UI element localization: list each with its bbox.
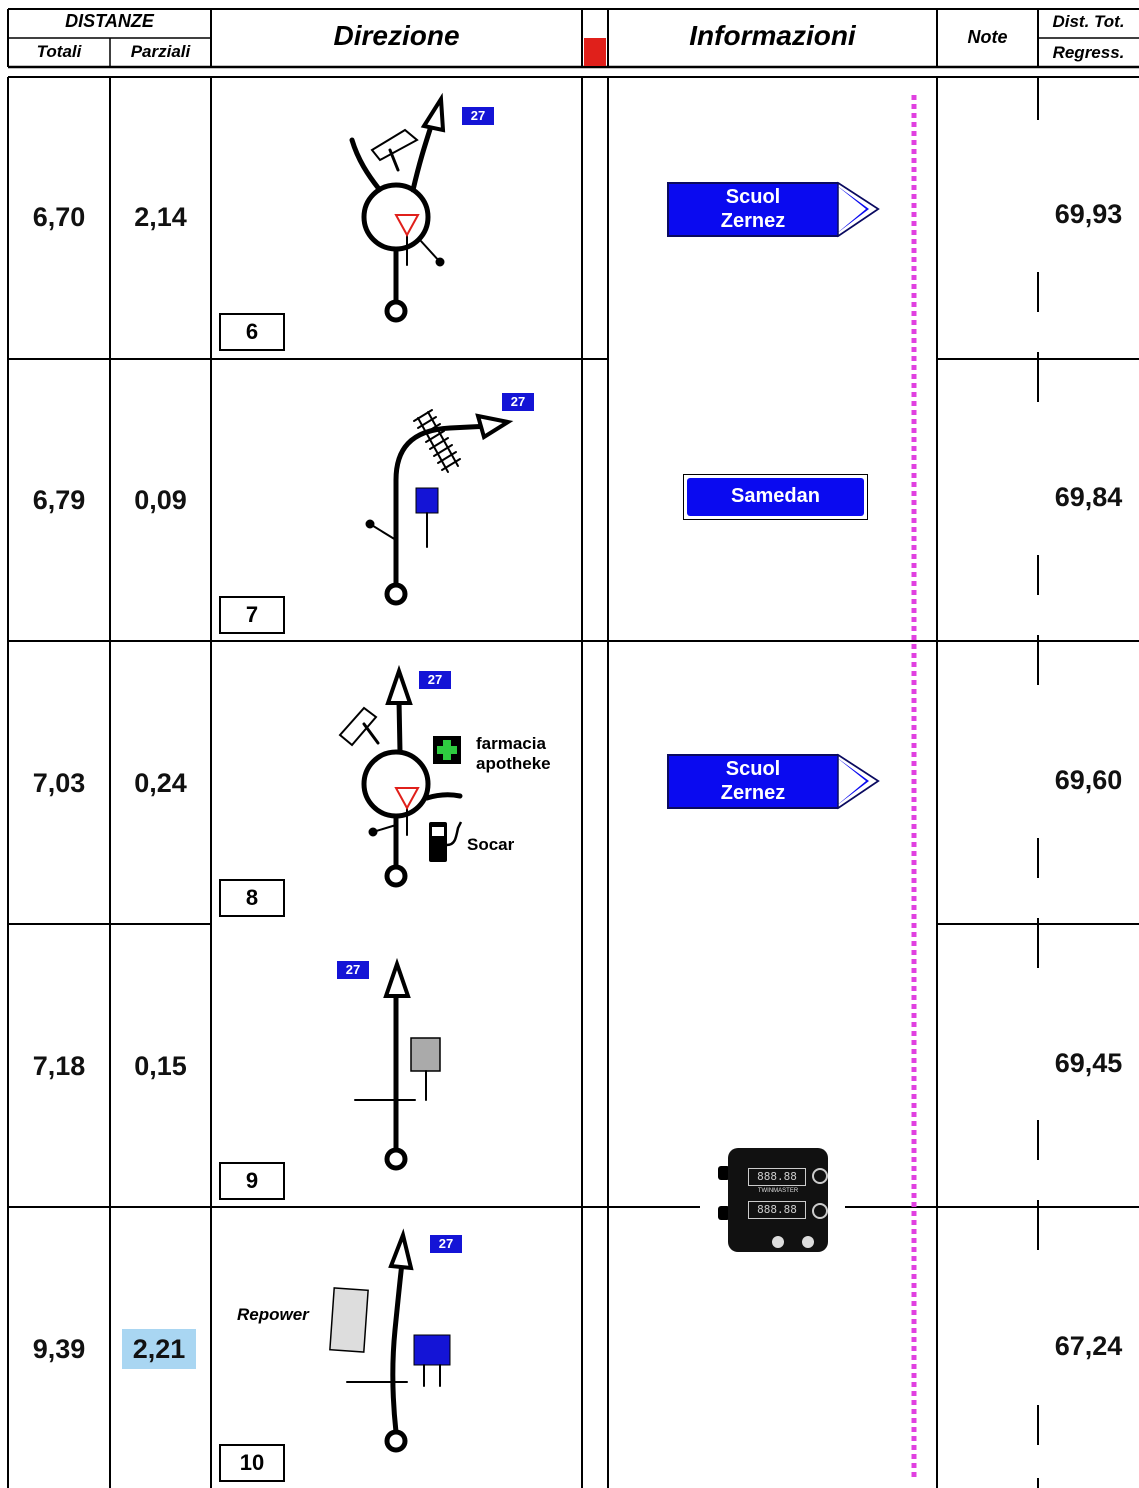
- header-regress: Regress.: [1052, 43, 1125, 62]
- index-box: 10: [219, 1444, 285, 1482]
- header-dist-tot: Dist. Tot.: [1052, 12, 1125, 31]
- top-display: 888.88: [748, 1168, 806, 1186]
- twinmaster-device: 888.88 TWINMASTER 888.88: [718, 1148, 838, 1253]
- row-regress: 69,60: [1054, 765, 1123, 795]
- row-parziali: 0,09: [134, 485, 187, 515]
- repower-label: Repower: [237, 1305, 309, 1324]
- row-parziali: 0,24: [134, 768, 187, 798]
- header-totali: Totali: [36, 42, 82, 61]
- header-distanze: DISTANZE: [65, 11, 154, 31]
- route-27-badge: 27: [337, 961, 369, 979]
- reset-button-bottom: [812, 1203, 828, 1219]
- row-totali: 7,03: [32, 768, 86, 798]
- route-27-badge: 27: [419, 671, 451, 689]
- row-totali: 6,79: [32, 485, 86, 515]
- index-box: 7: [219, 596, 285, 634]
- sign-line1: Samedan: [731, 485, 820, 507]
- route-27-badge: 27: [430, 1235, 462, 1253]
- pharmacy-label-de: apotheke: [476, 754, 551, 773]
- index-box: 8: [219, 879, 285, 917]
- row-parziali: 2,14: [134, 202, 187, 232]
- samedan-sign: Samedan: [683, 474, 868, 520]
- row-parziali: 0,15: [134, 1051, 187, 1081]
- sign-line1: Scuol: [725, 758, 781, 780]
- red-marker: [584, 38, 606, 66]
- header-direzione: Direzione: [333, 20, 460, 51]
- header-informazioni: Informazioni: [689, 20, 856, 51]
- route-27-badge: 27: [462, 107, 494, 125]
- header-parziali: Parziali: [130, 42, 191, 61]
- sign-line2: Zernez: [720, 210, 786, 232]
- sign-line2: Zernez: [720, 782, 786, 804]
- sign-line1: Scuol: [725, 186, 781, 208]
- index-box: 9: [219, 1162, 285, 1200]
- header-note: Note: [967, 27, 1008, 47]
- row-regress: 69,84: [1054, 482, 1123, 512]
- row-parziali-highlight: 2,21: [122, 1329, 196, 1369]
- reset-button-top: [812, 1168, 828, 1184]
- knob-left: [772, 1236, 784, 1248]
- pharmacy-label: farmacia: [476, 734, 546, 753]
- row-regress: 69,45: [1054, 1048, 1123, 1078]
- direction-sign-arrow: [667, 181, 880, 238]
- fuel-station-label: Socar: [467, 835, 515, 854]
- row-regress: 69,93: [1054, 199, 1123, 229]
- route-27-badge: 27: [502, 393, 534, 411]
- device-label: TWINMASTER: [757, 1188, 799, 1194]
- direction-sign-arrow: [667, 753, 880, 810]
- row-totali: 9,39: [32, 1334, 86, 1364]
- row-regress: 67,24: [1054, 1331, 1123, 1361]
- bottom-display: 888.88: [748, 1201, 806, 1219]
- row-totali: 7,18: [32, 1051, 86, 1081]
- row-totali: 6,70: [32, 202, 86, 232]
- knob-right: [802, 1236, 814, 1248]
- index-box: 6: [219, 313, 285, 351]
